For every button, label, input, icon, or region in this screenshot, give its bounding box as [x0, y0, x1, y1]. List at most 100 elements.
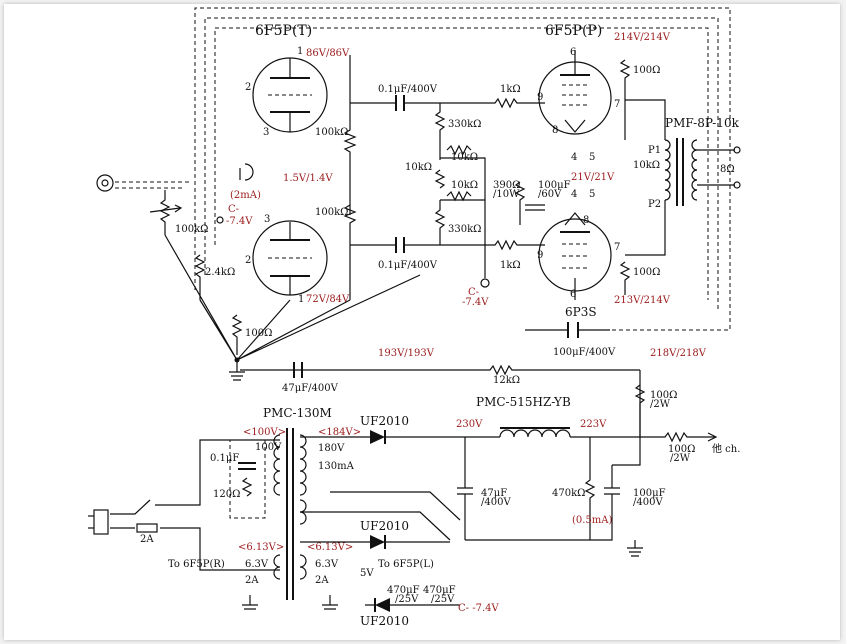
volume-pot-label: 100kΩ [175, 224, 208, 235]
plate-resistor-100k-upper [343, 55, 357, 215]
tube-6f5p-lower [252, 220, 328, 296]
cap-47u-main [293, 362, 303, 378]
grid-stopper-1k-upper [440, 97, 545, 109]
tube-lower-pin3: 3 [264, 214, 270, 225]
cathode-resistor-100 [231, 314, 243, 355]
v-223-label: 223V [580, 419, 607, 430]
tube-6p3s-pin7: 7 [614, 242, 620, 253]
r-120-label: 120Ω [213, 489, 240, 500]
tube-p-pin6: 6 [570, 47, 576, 58]
r-100k-a-label: 100kΩ [315, 127, 348, 138]
c-minus-terminal-1 [216, 216, 224, 224]
output-tf-p1: P1 [648, 145, 661, 156]
output-transformer [625, 99, 741, 256]
r-390-w-label: /10W [493, 189, 520, 200]
tube-6p3s-pin9: 9 [537, 250, 543, 261]
mains-filter-box [229, 439, 266, 519]
c-47-400b-v-label: /400V [481, 497, 511, 508]
output-8-ohm: 8Ω [720, 164, 735, 175]
v-184-label: <184V> [318, 427, 361, 438]
b-plus-resistor-12k [240, 364, 640, 376]
tube-p-name: 6F5P(P) [545, 23, 602, 39]
c-01-label: 0.1μF [210, 453, 239, 464]
current-05-label: (0.5mA) [572, 515, 613, 526]
r-100-2w-label: 100Ω [650, 390, 677, 401]
power-cathode-network [514, 181, 545, 225]
other-ch-resistor [640, 431, 718, 443]
v-613b-label: <6.13V> [307, 542, 353, 553]
tube-t-name: 6F5P(T) [255, 23, 312, 39]
plate-voltage-bottom: 213V/214V [614, 295, 671, 306]
hv-wire-diag [300, 511, 451, 541]
r-12k-label: 12kΩ [493, 375, 520, 386]
c-470-b-v-label: /25V [431, 594, 455, 605]
tube-p-pin5: 5 [589, 152, 595, 163]
tube-6f5p-t [252, 57, 328, 133]
plate-voltage-top: 214V/214V [614, 32, 671, 43]
mains-input [88, 439, 280, 571]
tube-p-pin9: 9 [537, 92, 543, 103]
diode-uf2010-1 [300, 430, 500, 444]
plate-resistor-100k-lower [343, 204, 357, 300]
v-100-label: <100V> [243, 427, 286, 438]
ground-heater-r [242, 595, 258, 610]
coupling-cap-upper [350, 95, 440, 111]
tube-lower-plate-voltage: 72V/84V [306, 294, 350, 305]
v-230-label: 230V [456, 419, 483, 430]
tube-6p3s-pin8: 8 [583, 215, 589, 226]
tube-6p3s-name: 6P3S [565, 305, 597, 319]
grid-stopper-1k-lower [440, 239, 545, 251]
ground-node [164, 234, 421, 381]
b-plus-218: 218V/218V [650, 348, 707, 359]
tube-6p3s-pin6: 6 [570, 289, 576, 300]
c-47-400b-label: 47μF [481, 488, 507, 499]
schematic-frame [4, 4, 840, 640]
volume-pot [149, 190, 183, 235]
input-jack [96, 174, 114, 192]
power-transformer [273, 428, 307, 600]
grid-resistor-chain [434, 103, 486, 245]
ground-heater [322, 595, 338, 610]
output-tf-p2: P2 [648, 199, 661, 210]
output-tf-name: PMF-8P-10k [665, 116, 740, 130]
diode-1-label: UF2010 [360, 414, 409, 428]
r-1k-b-label: 1kΩ [500, 260, 521, 271]
tube-6p3s-pin5: 5 [589, 189, 595, 200]
r-1k-a-label: 1kΩ [500, 84, 521, 95]
r-10k-d-label: 10kΩ [633, 160, 660, 171]
r-10k-c-label: 10kΩ [451, 180, 478, 191]
v5-label: 5V [360, 568, 374, 579]
bypass-cap-100u [525, 322, 610, 338]
hv-wire-diag-2 [330, 491, 461, 521]
tube-t-plate-voltage: 86V/86V [306, 48, 350, 59]
heater-l-label: To 6F5P(L) [378, 559, 434, 570]
c-couple-1-label: 0.1μF/400V [378, 84, 438, 95]
tube-6p3s-pin4: 4 [571, 189, 577, 200]
ma130-label: 130mA [318, 461, 355, 472]
b-plus-193: 193V/193V [378, 348, 435, 359]
c-470-b-label: 470μF [423, 585, 456, 596]
r-100-2w-w-label: /2W [650, 399, 671, 410]
v100-label: 100V [255, 442, 282, 453]
b-plus-junction [612, 437, 641, 466]
v-613a-label: <6.13V> [238, 542, 284, 553]
r-330k-a-label: 330kΩ [448, 119, 481, 130]
tube-p-pin7: 7 [614, 99, 620, 110]
diode-3-label: UF2010 [360, 614, 409, 628]
choke-name: PMC-515HZ-YB [476, 395, 571, 409]
r-100-2w-b-label: 100Ω [668, 444, 695, 455]
r-100-2w-bw-label: /2W [670, 453, 691, 464]
v63a-label: 6.3V [245, 559, 269, 570]
r-330k-b-label: 330kΩ [448, 224, 481, 235]
cathode-voltage: 1.5V/1.4V [283, 173, 333, 184]
neg-bias-2: -7.4V [462, 297, 489, 308]
tube-t-pin2: 2 [245, 82, 251, 93]
c-470-a-label: 470μF [387, 585, 420, 596]
r-100-b-label: 100Ω [633, 65, 660, 76]
tube-p-pin8: 8 [552, 125, 558, 136]
tube-t-pin3: 3 [263, 127, 269, 138]
r-390-label: 390Ω [493, 180, 520, 191]
c-100-400-label: 100μF/400V [553, 347, 616, 358]
tube-t-pin1: 1 [297, 46, 303, 57]
